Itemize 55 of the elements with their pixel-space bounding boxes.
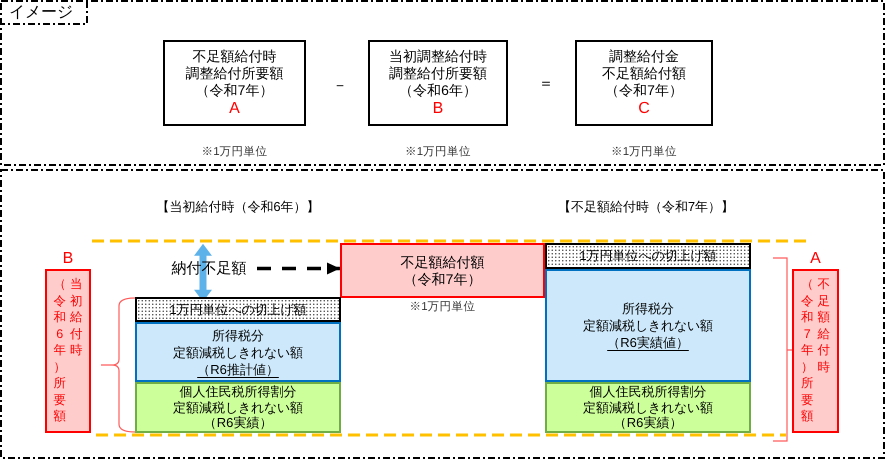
box-text: 個人住民税所得割分 bbox=[180, 384, 296, 400]
box-text: 調整給付所要額 bbox=[389, 64, 487, 82]
box-text: 定額減税しきれない額 bbox=[583, 317, 713, 334]
bar-segment bbox=[135, 382, 341, 433]
box-text: 1万円単位への切上げ額 bbox=[579, 248, 717, 264]
formula-box bbox=[368, 40, 508, 126]
box-text: （令和6年） bbox=[399, 82, 477, 98]
box-text: 不足額給付時 bbox=[192, 48, 276, 64]
bar-segment bbox=[545, 269, 751, 382]
bar-segment bbox=[545, 382, 751, 433]
minus-sign: － bbox=[332, 76, 348, 96]
box-text: 定額減税しきれない額 bbox=[173, 344, 303, 360]
box-text: 所得税分 bbox=[212, 326, 264, 344]
vertical-label-box bbox=[45, 269, 91, 433]
section-heading: 【当初給付時（令和6年）】 bbox=[156, 198, 320, 216]
box-text: （R6実績） bbox=[204, 415, 272, 431]
panel-tab: イメージ bbox=[0, 0, 88, 25]
unit-note: ※1万円単位 bbox=[404, 144, 472, 160]
box-text: （R6推計値） bbox=[197, 360, 279, 378]
letter-marker: C bbox=[638, 98, 650, 118]
vertical-label-box bbox=[792, 269, 839, 433]
box-text: 個人住民税所得割分 bbox=[590, 384, 706, 400]
letter-marker: A bbox=[810, 249, 821, 268]
letter-marker: B bbox=[432, 98, 444, 118]
dotted-bar-segment bbox=[135, 297, 341, 322]
box-text: 所得税分 bbox=[622, 300, 674, 317]
shortfall-box bbox=[340, 243, 545, 298]
box-text: 調整給付所要額 bbox=[186, 64, 284, 82]
box-text: （R6実績値） bbox=[607, 334, 689, 351]
letter-marker: A bbox=[229, 98, 240, 118]
unit-note: ※1万円単位 bbox=[409, 300, 476, 315]
dashed-panel bbox=[0, 0, 885, 166]
bar-segment bbox=[135, 322, 341, 382]
box-text: （令和7年） bbox=[196, 82, 274, 98]
letter-marker: B bbox=[62, 249, 74, 268]
box-text: （令和7年） bbox=[605, 82, 683, 98]
box-text: 調整給付金 bbox=[609, 48, 679, 64]
vertical-text: 不足額給付時（令和7年）所要額 bbox=[801, 276, 830, 424]
unit-note: ※1万円単位 bbox=[201, 144, 268, 160]
box-text: 定額減税しきれない額 bbox=[583, 400, 713, 416]
box-text: 当初調整給付時 bbox=[389, 48, 487, 64]
box-text: （令和7年） bbox=[404, 270, 482, 288]
formula-box bbox=[163, 40, 306, 126]
unit-note: ※1万円単位 bbox=[610, 144, 678, 160]
box-text: （R6実績） bbox=[614, 415, 682, 431]
box-text: 1万円単位への切上げ額 bbox=[169, 302, 307, 318]
equals-sign: ＝ bbox=[538, 74, 554, 94]
box-text: 不足額給付額 bbox=[602, 64, 686, 82]
formula-box bbox=[575, 40, 713, 126]
section-heading: 【不足額給付時（令和7年）】 bbox=[558, 198, 734, 216]
dashed-panel bbox=[0, 169, 885, 459]
dotted-bar-segment bbox=[545, 243, 751, 269]
vertical-text: 当初給付時（令和6年）所要額 bbox=[54, 276, 82, 424]
box-text: 定額減税しきれない額 bbox=[173, 400, 303, 416]
box-text: 不足額給付額 bbox=[400, 254, 484, 270]
